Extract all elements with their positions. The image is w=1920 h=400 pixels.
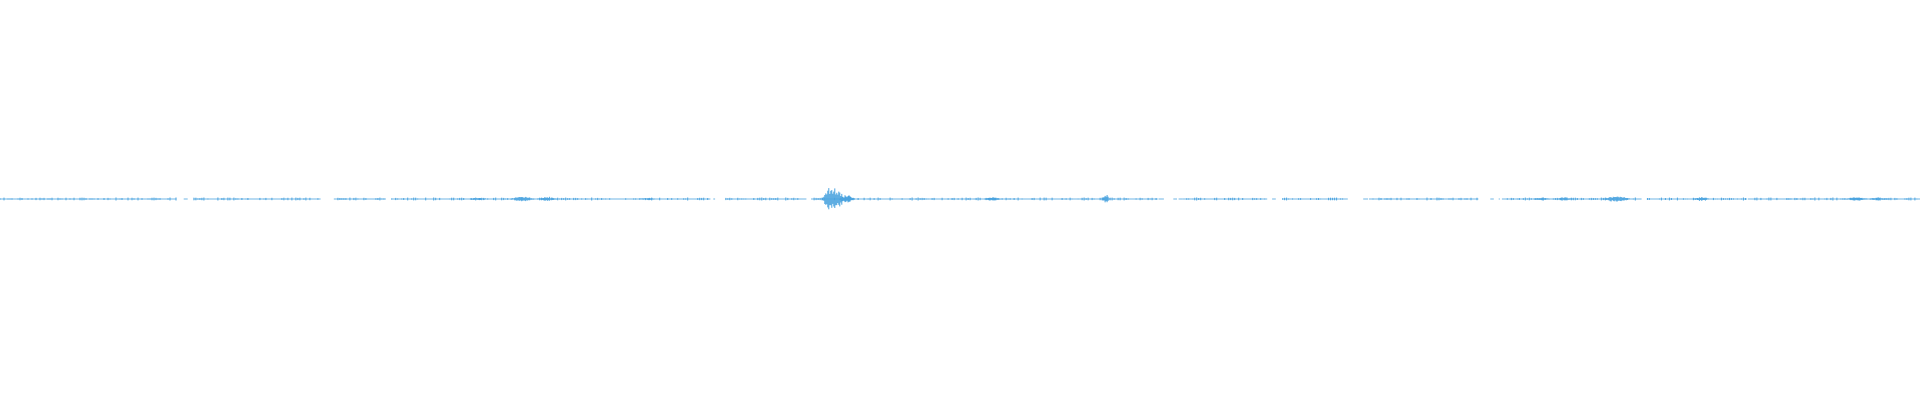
waveform-bursts (469, 188, 1886, 210)
